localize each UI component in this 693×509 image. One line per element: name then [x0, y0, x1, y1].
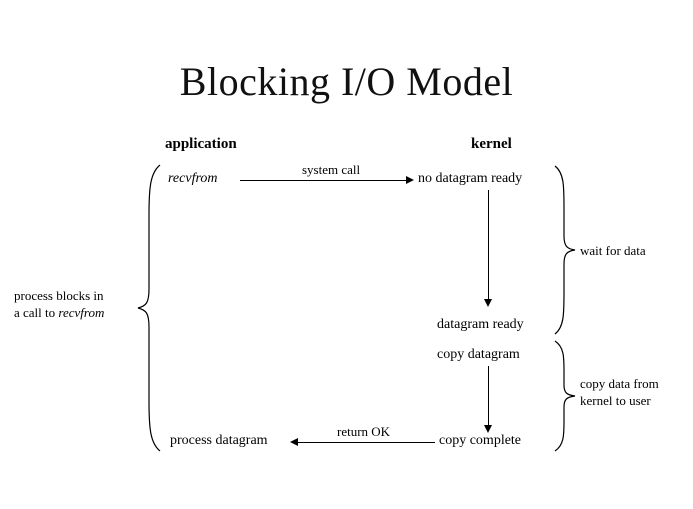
annotation-process-blocks: process blocks in a call to recvfrom [14, 287, 104, 321]
left-brace-process-blocks [136, 163, 162, 453]
edge-label-system-call: system call [302, 162, 361, 177]
annotation-wait-for-data: wait for data [580, 243, 646, 258]
edge-label-return-ok: return OK [337, 424, 391, 439]
node-recvfrom: recvfrom [168, 171, 218, 186]
annotation-process-blocks-italic: recvfrom [58, 305, 105, 320]
annotation-process-blocks-line2: a call to recvfrom [14, 304, 104, 321]
arrow-return-ok-line [298, 442, 435, 443]
arrow-copy-line [488, 366, 489, 426]
page-title: Blocking I/O Model [179, 59, 514, 104]
arrow-copy-head [484, 425, 492, 433]
annotation-copy-data-line2: kernel to user [580, 393, 651, 408]
annotation-copy-data: copy data from kernel to user [580, 375, 659, 409]
node-copy-complete: copy complete [439, 433, 522, 448]
node-datagram-ready: datagram ready [437, 317, 524, 332]
annotation-process-blocks-prefix: a call to [14, 305, 59, 320]
arrow-return-ok-head [290, 438, 298, 446]
annotation-process-blocks-line1: process blocks in [14, 288, 104, 303]
annotation-copy-data-line1: copy data from [580, 376, 659, 391]
node-no-datagram-ready: no datagram ready [418, 171, 523, 186]
right-brace-wait-for-data [553, 164, 577, 336]
column-header-kernel: kernel [471, 136, 512, 152]
node-copy-datagram: copy datagram [437, 347, 520, 362]
arrow-wait-line [488, 190, 489, 300]
node-process-datagram: process datagram [170, 433, 268, 448]
arrow-wait-head [484, 299, 492, 307]
column-header-application: application [165, 136, 237, 152]
arrow-system-call-line [240, 180, 408, 181]
arrow-system-call-head [406, 176, 414, 184]
right-brace-copy-data [553, 339, 577, 453]
